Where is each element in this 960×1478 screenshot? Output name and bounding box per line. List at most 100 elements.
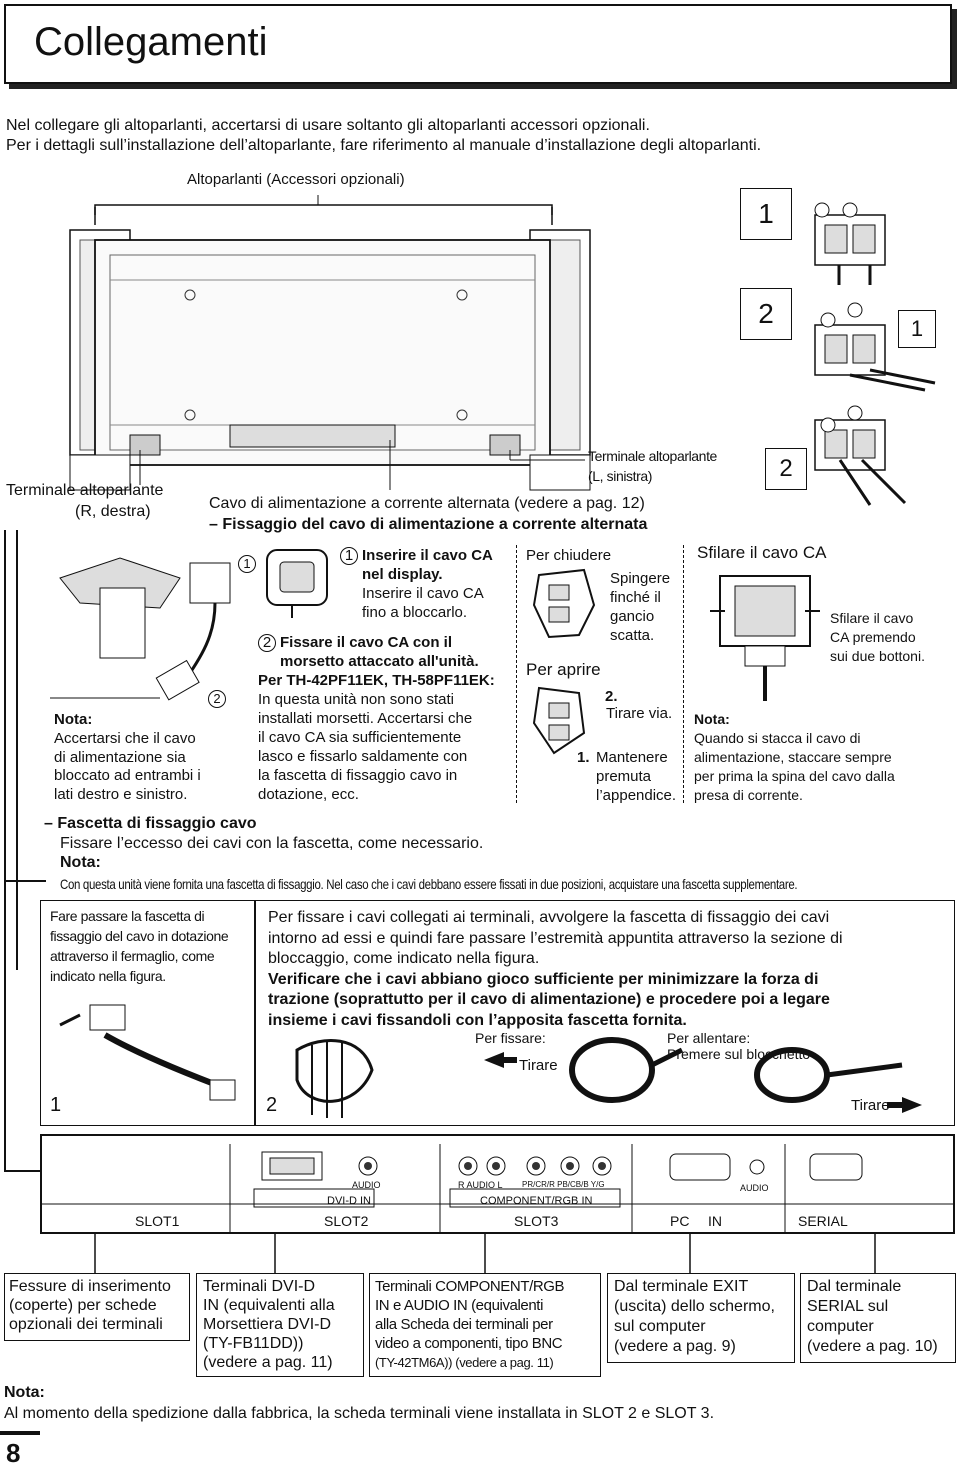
band-right-2: intorno ad essi e quindi fare passare l’… [268, 930, 843, 947]
insert-title-2: nel display. [362, 566, 443, 583]
models-text-5: la fascetta di fissaggio cavo in [258, 767, 458, 784]
step-1-box: 1 [740, 188, 792, 240]
page-number: 8 [6, 1438, 21, 1468]
open-step-1-text-1: Mantenere [596, 749, 668, 766]
callout-serial: Dal terminale SERIAL sul computer (veder… [800, 1273, 956, 1363]
callout-component-3: alla Scheda dei terminali per [375, 1316, 553, 1333]
remove-title: Sfilare il cavo CA [697, 543, 827, 562]
callout-dvi-2: IN (equivalenti alla [203, 1297, 335, 1314]
clamp-step-1: 1 [238, 555, 256, 573]
component-label: COMPONENT/RGB IN [480, 1195, 593, 1207]
models-title: Per TH-42PF11EK, TH-58PF11EK: [258, 672, 495, 689]
band-bold-2: trazione (soprattutto per il cavo di ali… [268, 991, 830, 1008]
models-text-1: In questa unità non sono stati [258, 691, 454, 708]
remove-nota-2: alimentazione, staccare sempre [694, 749, 892, 765]
band-wrap-illustration [295, 1037, 922, 1118]
close-text-4: scatta. [610, 627, 655, 644]
open-step-1-text-2: premuta [596, 768, 652, 785]
insert-step-num: 1 [340, 547, 358, 565]
intro-line-2: Per i dettagli sull’installazione dell’a… [6, 137, 762, 154]
slot2-label: SLOT2 [324, 1213, 369, 1229]
band-clip-illustration [59, 1004, 236, 1101]
band-title: – Fascetta di fissaggio cavo [44, 815, 257, 832]
remove-nota-1: Quando si stacca il cavo di [694, 730, 861, 746]
separator-1 [516, 545, 517, 803]
terminal-panel [40, 1134, 955, 1234]
step-2b-box: 2 [765, 448, 807, 490]
substep-1-box: 1 [898, 310, 936, 348]
band-left-3: attraverso il fermaglio, come [50, 948, 215, 964]
clamp-nota-1: Accertarsi che il cavo [54, 730, 196, 747]
insert-title-1: Inserire il cavo CA [362, 547, 493, 564]
insert-text-2: fino a bloccarlo. [362, 604, 468, 621]
clamp-step-2: 2 [208, 690, 226, 708]
open-step-1: 1. [577, 749, 590, 766]
clamp-nota-3: bloccato ad entrambi i [54, 767, 201, 784]
fix-step-num: 2 [258, 634, 276, 652]
open-step-1-text-3: l’appendice. [596, 787, 677, 804]
remove-nota-3: per prima la spina del cavo dalla [694, 768, 895, 784]
ac-clamp-title: – Fissaggio del cavo di alimentazione a … [209, 516, 648, 533]
callout-component-4: video a componenti, tipo BNC [375, 1335, 563, 1352]
models-text-4: lasco e fissarlo saldamente con [258, 748, 468, 765]
band-left-2: fissaggio del cavo in dotazione [50, 928, 229, 944]
lock-open-illustration [532, 686, 586, 755]
models-text-3: il cavo CA sia sufficientemente [258, 729, 462, 746]
press-label: Premere sul blocchetto [667, 1046, 811, 1062]
serial-label: SERIAL [798, 1213, 848, 1229]
display-back-illustration [69, 195, 936, 506]
callout-pc-3: sul computer [614, 1318, 706, 1335]
callout-component-5: (TY-42TM6A)) (vedere a pag. 11) [375, 1355, 554, 1370]
ac-cable-label: Cavo di alimentazione a corrente alterna… [209, 495, 645, 512]
outer-connector-line [4, 530, 6, 1170]
slot3-label: SLOT3 [514, 1213, 559, 1229]
pull-label-1: Tirare [519, 1057, 558, 1074]
open-step-2: 2. [605, 688, 618, 705]
fix-label: Per fissare: [475, 1030, 546, 1046]
separator-2 [683, 545, 684, 803]
terminal-left-2: (L, sinistra) [588, 468, 653, 484]
terminal-right-1: Terminale altoparlante [6, 482, 164, 499]
clamp-nota-4: lati destro e sinistro. [54, 786, 188, 803]
callout-serial-2: SERIAL sul [807, 1298, 889, 1315]
clamp-illustration [50, 557, 231, 701]
remove-text-1: Sfilare il cavo [830, 610, 914, 626]
close-text-2: finché il [610, 589, 661, 606]
open-title: Per aprire [526, 660, 601, 679]
audio-label-2: AUDIO [740, 1183, 769, 1193]
callout-pc-2: (uscita) dello schermo, [614, 1298, 775, 1315]
callout-serial-4: (vedere a pag. 10) [807, 1338, 938, 1355]
callout-component: Terminali COMPONENT/RGB IN e AUDIO IN (e… [369, 1273, 601, 1377]
close-text-1: Spingere [610, 570, 671, 587]
left-connector-line [16, 530, 18, 970]
page-number-bar [0, 1431, 40, 1435]
band-bold-3: insieme i cavi fissandoli con l’apposita… [268, 1012, 687, 1029]
models-text-2: installati morsetti. Accertarsi che [258, 710, 473, 727]
band-right-box [255, 900, 955, 1126]
loosen-label: Per allentare: [667, 1030, 751, 1046]
remove-plug-illustration [710, 575, 820, 701]
callout-component-1: Terminali COMPONENT/RGB [375, 1278, 565, 1295]
callout-slots: Fessure di inserimento (coperte) per sch… [4, 1273, 190, 1341]
band-right-1: Per fissare i cavi collegati ai terminal… [268, 909, 830, 926]
band-left-4: indicato nella figura. [50, 968, 166, 984]
dvi-label: DVI-D IN [327, 1195, 371, 1207]
clamp-nota-2: di alimentazione sia [54, 749, 186, 766]
close-title: Per chiudere [526, 547, 612, 564]
page-title-box: Collegamenti [4, 4, 952, 84]
footer-nota-text: Al momento della spedizione dalla fabbri… [4, 1405, 715, 1422]
callout-dvi: Terminali DVI-D IN (equivalenti alla Mor… [196, 1273, 364, 1377]
callout-component-2: IN e AUDIO IN (equivalenti [375, 1297, 544, 1314]
callout-serial-1: Dal terminale [807, 1278, 902, 1295]
band-left-1: Fare passare la fascetta di [50, 908, 205, 924]
band-bold-1: Verificare che i cavi abbiano gioco suff… [268, 971, 819, 988]
callout-pc: Dal terminale EXIT (uscita) dello scherm… [607, 1273, 795, 1363]
callout-slots-1: Fessure di inserimento [9, 1278, 171, 1295]
band-num-2: 2 [266, 1094, 278, 1116]
panel-connector [4, 1170, 48, 1172]
terminal-right-2: (R, destra) [75, 503, 151, 520]
callout-slots-3: opzionali dei terminali [9, 1316, 163, 1333]
r-audio-l-label: R AUDIO L [458, 1180, 503, 1190]
callout-slots-2: (coperte) per schede [9, 1297, 157, 1314]
callout-dvi-1: Terminali DVI-D [203, 1278, 316, 1295]
